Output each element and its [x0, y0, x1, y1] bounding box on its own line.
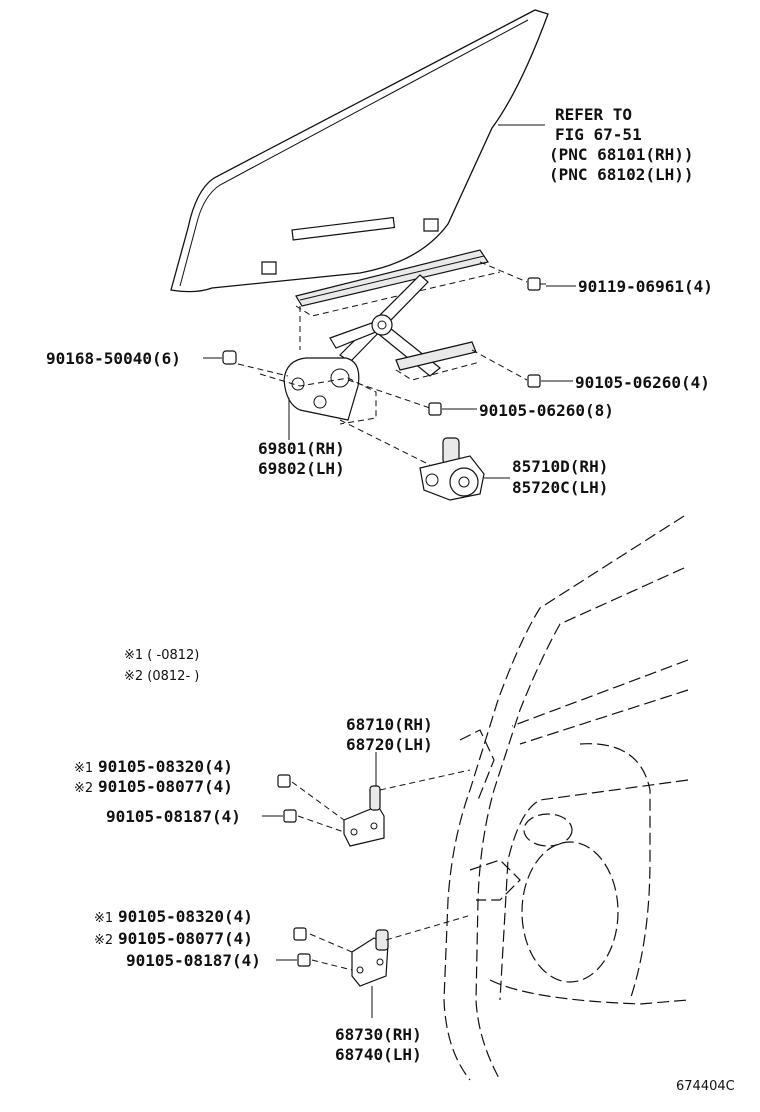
marker-2-upper: ※2 — [74, 781, 93, 796]
label-90119-06961: 90119-06961(4) — [578, 277, 713, 296]
motor-leader — [339, 419, 431, 466]
label-69801-rh: 69801(RH) — [258, 439, 345, 458]
bolt-icon — [428, 402, 442, 416]
label-lower-90105-08187: 90105-08187(4) — [126, 951, 261, 970]
label-69802-lh: 69802(LH) — [258, 459, 345, 478]
bolt-icon — [527, 374, 541, 388]
label-85710d-rh: 85710D(RH) — [512, 457, 608, 476]
label-upper-90105-08187: 90105-08187(4) — [106, 807, 241, 826]
bolt-icon — [297, 953, 311, 967]
lower-hinge-leader — [385, 915, 469, 941]
marker-1-lower: ※1 — [94, 911, 113, 926]
lower-door-hinge — [351, 929, 389, 987]
label-68730-rh: 68730(RH) — [335, 1025, 422, 1044]
bolt-icon — [283, 809, 297, 823]
regulator-leader-06260-8 — [347, 379, 431, 409]
refer-line-3: (PNC 68101(RH)) — [549, 145, 694, 164]
label-lower-90105-08320: 90105-08320(4) — [118, 907, 253, 926]
note-1: ※1 ( -0812) — [124, 648, 199, 663]
label-68710-rh: 68710(RH) — [346, 715, 433, 734]
label-85720c-lh: 85720C(LH) — [512, 478, 608, 497]
refer-line-4: (PNC 68102(LH)) — [549, 165, 694, 184]
figure-id: 674404C — [676, 1079, 735, 1094]
upper-hinge-leader — [379, 769, 471, 791]
marker-1-upper: ※1 — [74, 761, 93, 776]
bolt-icon — [277, 774, 291, 788]
regulator-leader-06260-4 — [471, 349, 528, 381]
bolt-icon — [222, 350, 237, 365]
label-68740-lh: 68740(LH) — [335, 1045, 422, 1064]
marker-2-lower: ※2 — [94, 933, 113, 948]
regulator-motor — [419, 437, 485, 501]
regulator-leader-90168 — [237, 363, 289, 377]
refer-line-2: FIG 67-51 — [555, 125, 642, 144]
door-glass — [170, 9, 549, 293]
label-90105-06260-4: 90105-06260(4) — [575, 373, 710, 392]
label-90105-06260-8: 90105-06260(8) — [479, 401, 614, 420]
note-2: ※2 (0812- ) — [124, 669, 199, 684]
regulator-leader-90119 — [479, 261, 528, 283]
door-body — [443, 515, 689, 1081]
upper-door-hinge — [343, 785, 385, 847]
label-lower-90105-08077: 90105-08077(4) — [118, 929, 253, 948]
label-68720-lh: 68720(LH) — [346, 735, 433, 754]
refer-line-1: REFER TO — [555, 105, 632, 124]
bolt-icon — [527, 277, 546, 291]
label-upper-90105-08320: 90105-08320(4) — [98, 757, 233, 776]
window-regulator — [259, 249, 501, 425]
label-upper-90105-08077: 90105-08077(4) — [98, 777, 233, 796]
label-90168-50040: 90168-50040(6) — [46, 349, 181, 368]
bolt-icon — [293, 927, 307, 941]
